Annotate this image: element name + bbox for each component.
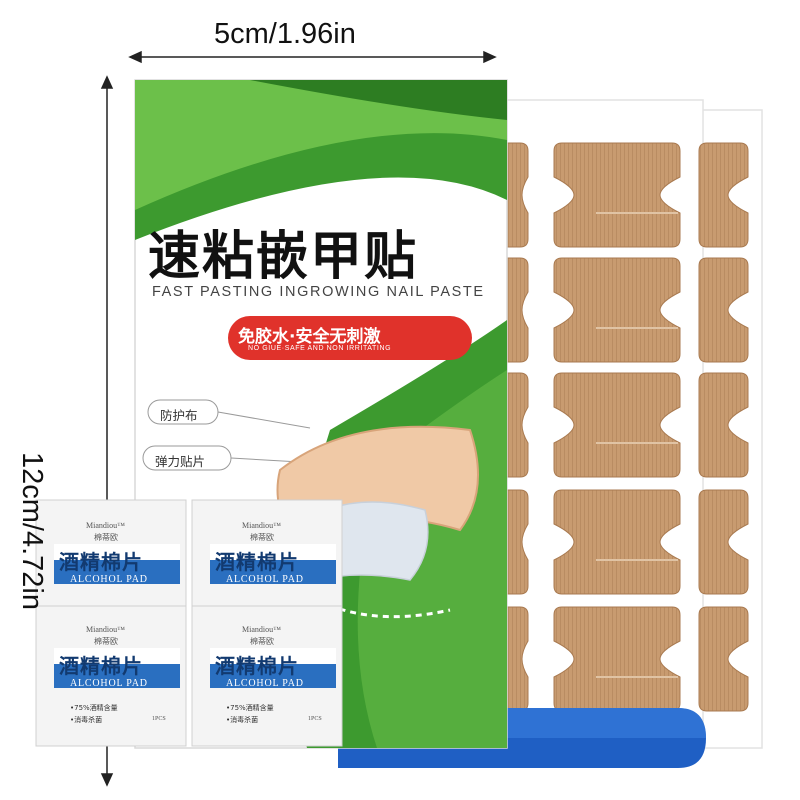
pad-name-cn: 酒精棉片 (59, 550, 143, 574)
alcohol-pad: Miandiou™ 棉蒂欧 酒精棉片 ALCOHOL PAD •75%酒精含量 … (198, 612, 336, 738)
width-dimension-arrow (128, 50, 497, 64)
pad-count: 1PCS (308, 716, 322, 722)
width-dimension-label: 5cm/1.96in (214, 18, 356, 50)
pad-use: •消毒杀菌 (226, 716, 259, 724)
pad-brand-cn: 棉蒂欧 (94, 637, 118, 646)
patch-grid (504, 142, 749, 712)
callout-elastic-patch: 弹力贴片 (155, 454, 206, 469)
pad-brand-cn: 棉蒂欧 (94, 533, 118, 542)
pad-spec: •75%酒精含量 (226, 704, 274, 712)
product-title-cn: 速粘嵌甲贴 (148, 227, 419, 287)
pad-brand-cn: 棉蒂欧 (250, 637, 274, 646)
pad-name-en: ALCOHOL PAD (70, 574, 148, 585)
pad-spec: •75%酒精含量 (70, 704, 118, 712)
alcohol-pad: Miandiou™ 棉蒂欧 酒精棉片 ALCOHOL PAD •75%酒精含量 … (42, 612, 180, 738)
pad-name-cn: 酒精棉片 (215, 654, 299, 678)
badge-text-cn: 免胶水·安全无刺激 (238, 327, 381, 347)
callout-protective-fabric: 防护布 (160, 408, 198, 423)
pad-brand: Miandiou™ (242, 521, 281, 530)
alcohol-pad: Miandiou™ 棉蒂欧 酒精棉片 ALCOHOL PAD (198, 508, 336, 634)
pad-brand: Miandiou™ (242, 625, 281, 634)
pad-name-cn: 酒精棉片 (215, 550, 299, 574)
pad-name-en: ALCOHOL PAD (226, 678, 304, 689)
pad-count: 1PCS (152, 716, 166, 722)
pad-brand: Miandiou™ (86, 625, 125, 634)
pad-use: •消毒杀菌 (70, 716, 103, 724)
pad-name-en: ALCOHOL PAD (226, 574, 304, 585)
alcohol-pad: Miandiou™ 棉蒂欧 酒精棉片 ALCOHOL PAD (42, 508, 180, 634)
pad-brand-cn: 棉蒂欧 (250, 533, 274, 542)
pad-name-en: ALCOHOL PAD (70, 678, 148, 689)
badge-text-en: NO GIUE·SAFE AND NON IRRITATING (248, 345, 392, 352)
pad-name-cn: 酒精棉片 (59, 654, 143, 678)
product-title-en: FAST PASTING INGROWING NAIL PASTE (152, 284, 485, 300)
pad-brand: Miandiou™ (86, 521, 125, 530)
